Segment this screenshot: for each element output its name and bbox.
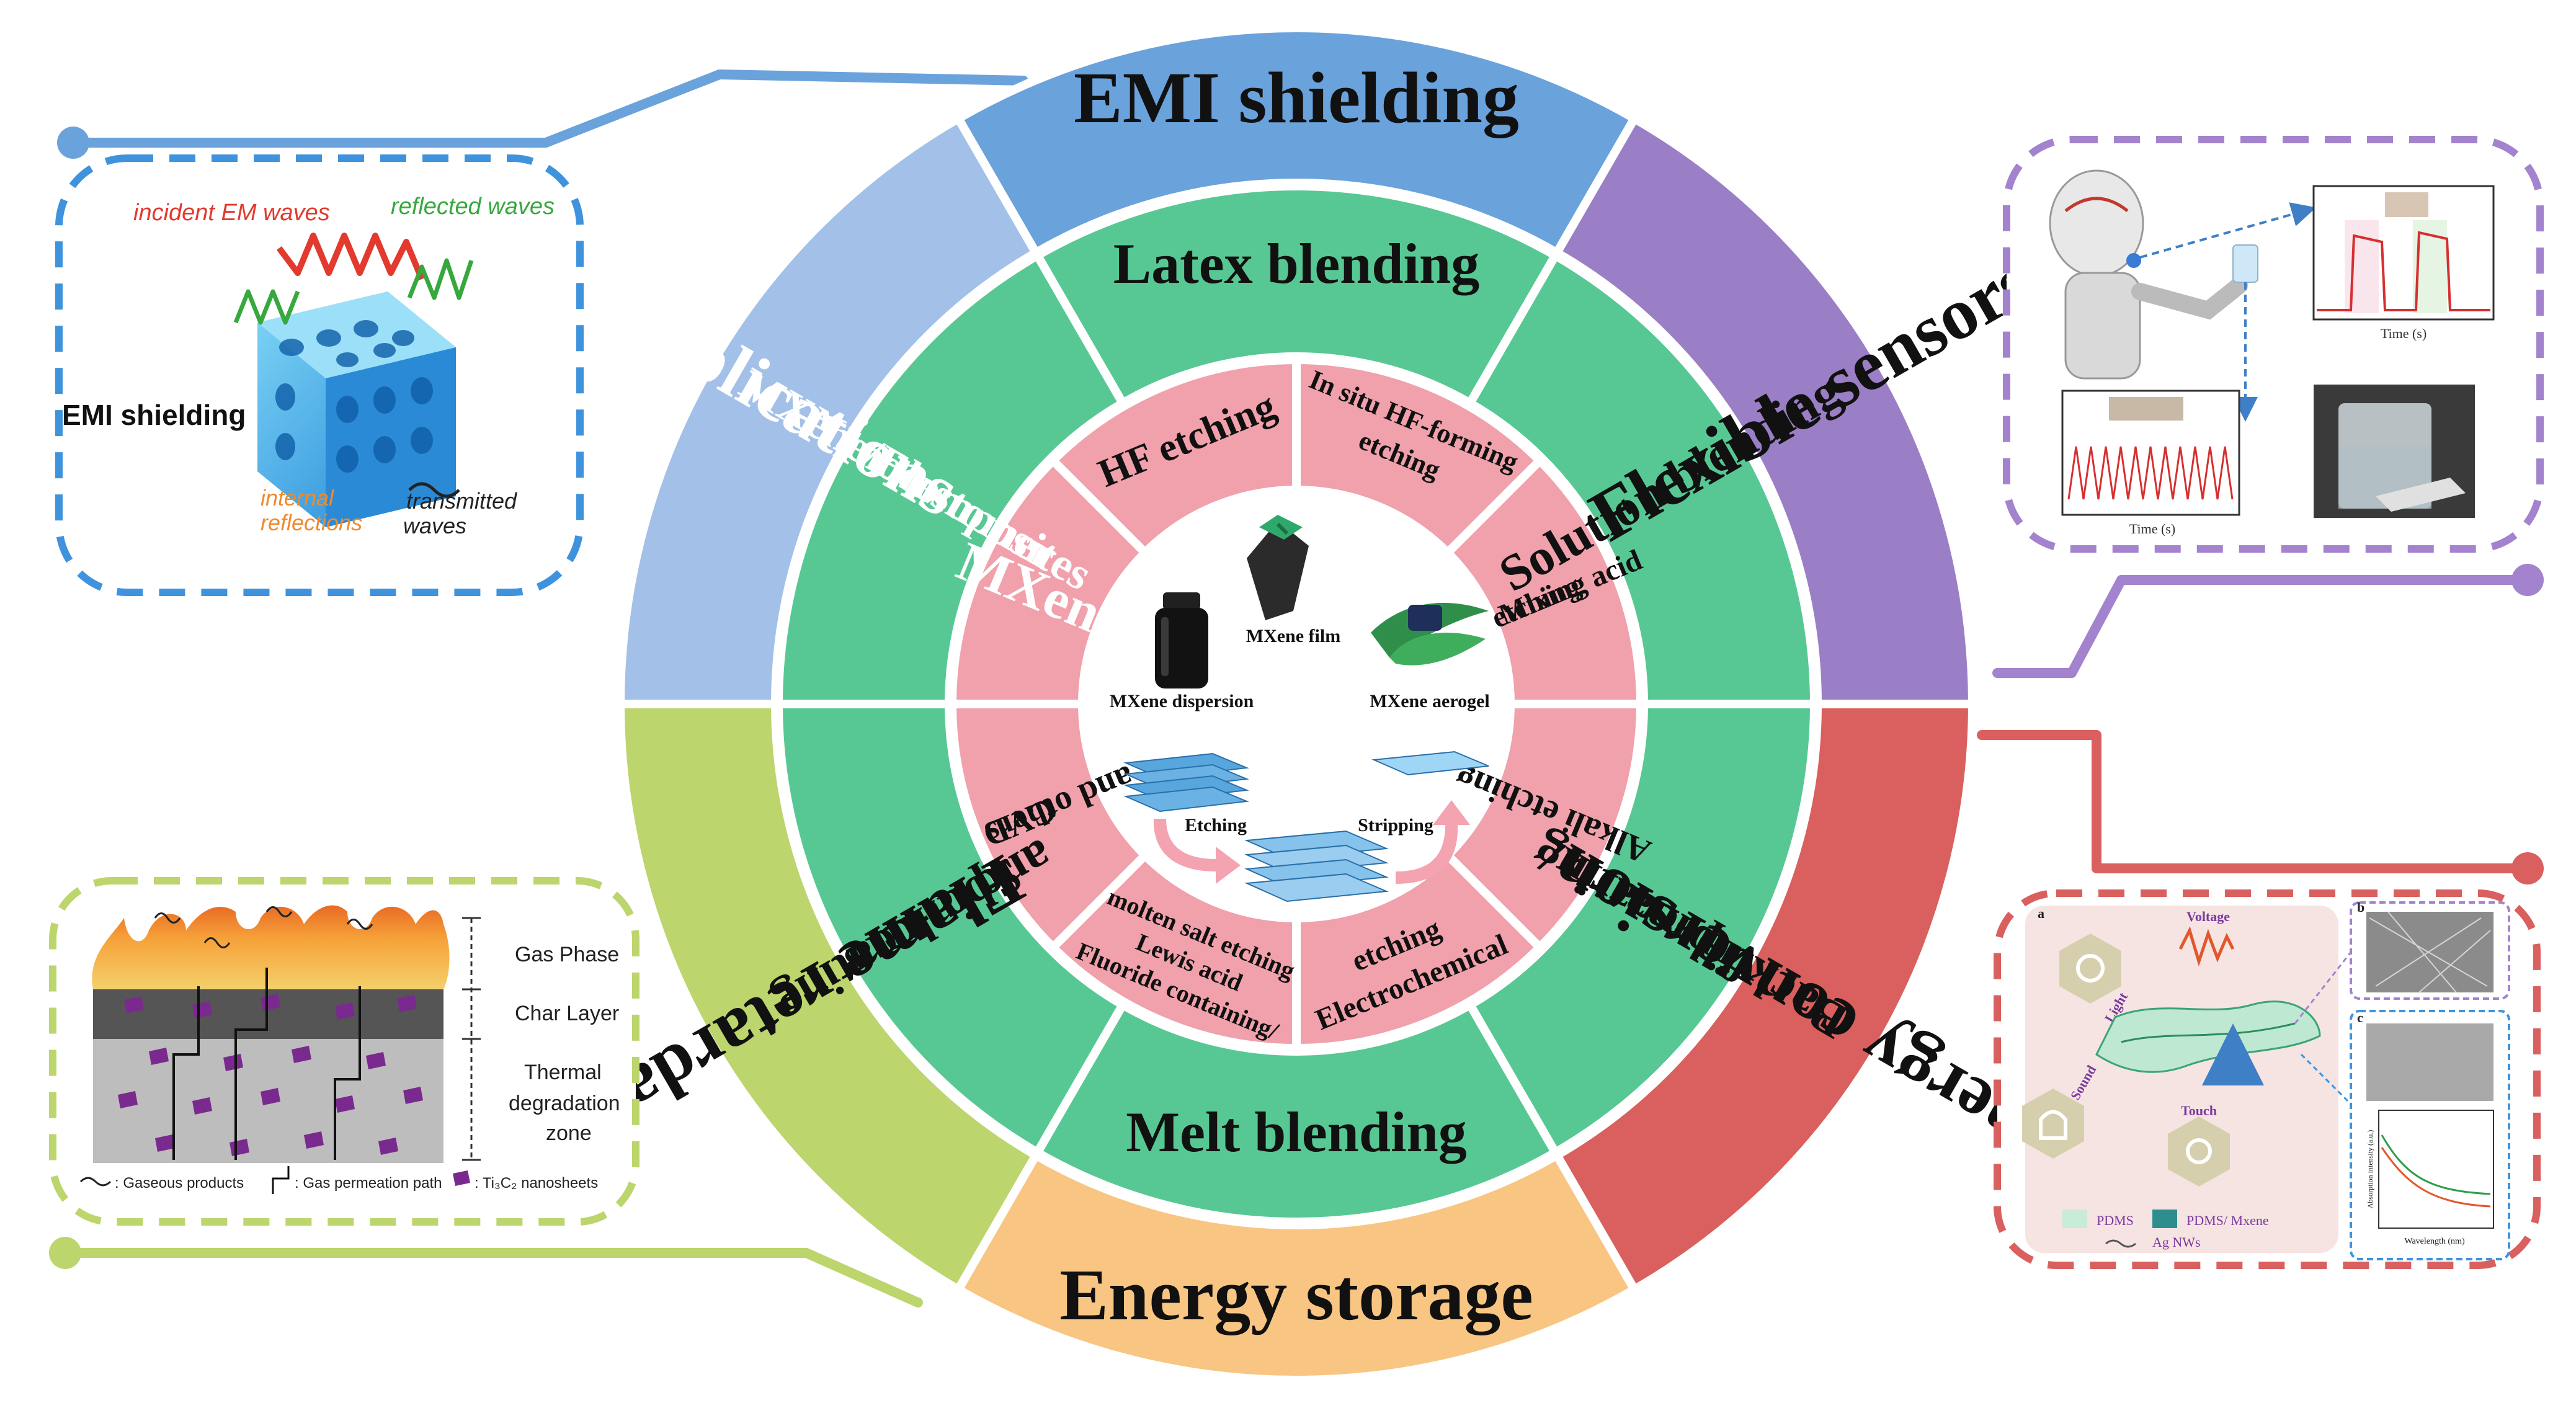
connector-energy (1977, 730, 2523, 873)
label-thermal-1: Thermal (524, 1061, 602, 1084)
gaseous-products (154, 906, 373, 948)
label-thermal-3: zone (546, 1121, 592, 1145)
energy-voltage: Voltage (2186, 909, 2230, 924)
reflected-wave-right-icon (407, 258, 474, 300)
legend-nano: : Ti₃C₂ nanosheets (475, 1175, 598, 1192)
label-gas-phase: Gas Phase (515, 943, 619, 966)
sector-mixing (1442, 454, 1646, 708)
nanosheets (118, 994, 423, 1156)
label-transmitted-2: waves (403, 513, 466, 538)
single-flake-icon (1371, 751, 1489, 776)
sector-alkali (1442, 700, 1646, 954)
legend-pdms-swatch (2062, 1210, 2087, 1228)
sector-mxene (947, 454, 1151, 708)
sensor-time-2: Time (s) (2129, 521, 2175, 537)
legend-agnws-icon (2105, 1239, 2136, 1248)
film-icon (1247, 515, 1309, 620)
label-film: MXene film (1246, 626, 1340, 646)
energy-label-b: b (2357, 899, 2364, 915)
legend-pdms: PDMS (2097, 1213, 2134, 1228)
label-etching: Etching (1185, 815, 1247, 835)
flame-icon (92, 905, 450, 989)
aerogel-icon (1371, 602, 1489, 666)
label-internal-2: reflections (261, 510, 362, 535)
legend-pdms-mxene-swatch (2152, 1210, 2177, 1228)
dispersion-bottle-icon (1155, 592, 1208, 688)
label-incident: incident EM waves (133, 200, 330, 226)
legend-pdms-mxene: PDMS/ Mxene (2186, 1213, 2269, 1228)
panel-emi-shielding: incident EM waves reflected waves EMI sh… (55, 154, 584, 596)
connector-emi-dot (57, 127, 89, 159)
sem-inset-b: b (2350, 899, 2510, 1000)
sector-insitu (1292, 355, 1546, 559)
incident-wave-icon (277, 233, 425, 280)
transmitted-wave-icon (408, 482, 460, 498)
label-transmitted-1: transmitted (406, 488, 517, 514)
connector-energy-dot (2511, 852, 2544, 884)
legend-gas: : Gaseous products (115, 1175, 244, 1192)
panel-flexible-sensors: Time (s) Time (s) (2003, 136, 2544, 553)
energy-label-c: c (2357, 1010, 2363, 1025)
sector-hf (1046, 355, 1301, 559)
label-aerogel: MXene aerogel (1370, 691, 1490, 711)
connector-flame (60, 1248, 923, 1308)
legend-path: : Gas permeation path (295, 1175, 442, 1192)
label-stripping: Stripping (1358, 815, 1433, 835)
energy-label-a: a (2038, 906, 2044, 921)
label-reflected: reflected waves (391, 194, 555, 220)
etching-arrow-icon (1153, 819, 1241, 884)
robot-icon (2049, 169, 2258, 380)
connector-flame-dot (49, 1237, 81, 1269)
connector-sensor (1992, 575, 2523, 678)
mid-label-latex: Latex blending (1113, 232, 1479, 295)
legend-gas-icon (79, 1177, 112, 1187)
beaker-photo (2314, 385, 2475, 518)
reflected-wave-left-icon (233, 289, 300, 325)
panel-energy-conversion: a Light Sound Touch Voltage PDMS PDMS/ M… (1994, 889, 2541, 1269)
sound-hexagon-icon (2022, 1089, 2084, 1159)
legend-path-icon (272, 1166, 290, 1194)
legend-nano-icon (453, 1170, 470, 1186)
max-phase-stack-icon (1123, 752, 1249, 813)
label-dispersion: MXene dispersion (1110, 691, 1254, 711)
touch-hexagon-icon (2168, 1116, 2230, 1187)
connector-emi (76, 69, 1028, 148)
connector-sensor-dot (2511, 564, 2544, 596)
energy-wavelength: Wavelength (nm) (2404, 1237, 2465, 1246)
label-char-layer: Char Layer (515, 1002, 619, 1025)
multilayer-stack-icon (1244, 830, 1389, 902)
panel-flame-retardants: Gas Phase Char Layer Thermal degradation… (49, 877, 640, 1226)
label-emi-shielding: EMI shielding (62, 399, 246, 431)
outer-label-emi: EMI shielding (1074, 57, 1519, 138)
sensor-chart-1: Time (s) (2312, 185, 2495, 341)
outer-label-energy-storage: Energy storage (1059, 1254, 1533, 1335)
label-internal-1: internal (261, 485, 334, 510)
sector-electro (1292, 849, 1546, 1053)
center-hub: MXene dispersion MXene film MXene aeroge… (1110, 515, 1490, 902)
mid-label-melt: Melt blending (1126, 1100, 1466, 1164)
sector-fluoride (1046, 849, 1301, 1053)
sensor-chart-2: Time (s) (2061, 390, 2240, 537)
zone-scale (462, 917, 481, 1161)
label-thermal-2: degradation (509, 1092, 620, 1115)
permeation-paths (172, 968, 361, 1160)
sem-inset-c: c Wavelength (nm) Absorption intensity (… (2350, 1010, 2510, 1260)
legend-agnws: Ag NWs (2152, 1234, 2201, 1250)
voltage-signal-icon (2178, 926, 2235, 967)
sensor-time-1: Time (s) (2381, 326, 2427, 341)
sector-cvd (947, 700, 1151, 954)
connector-lines (49, 69, 2544, 1308)
light-hexagon-icon (2059, 933, 2121, 1004)
energy-touch: Touch (2181, 1103, 2217, 1118)
energy-absorption: Absorption intensity (a.u.) (2366, 1130, 2374, 1209)
stripping-arrow-icon (1396, 800, 1470, 884)
